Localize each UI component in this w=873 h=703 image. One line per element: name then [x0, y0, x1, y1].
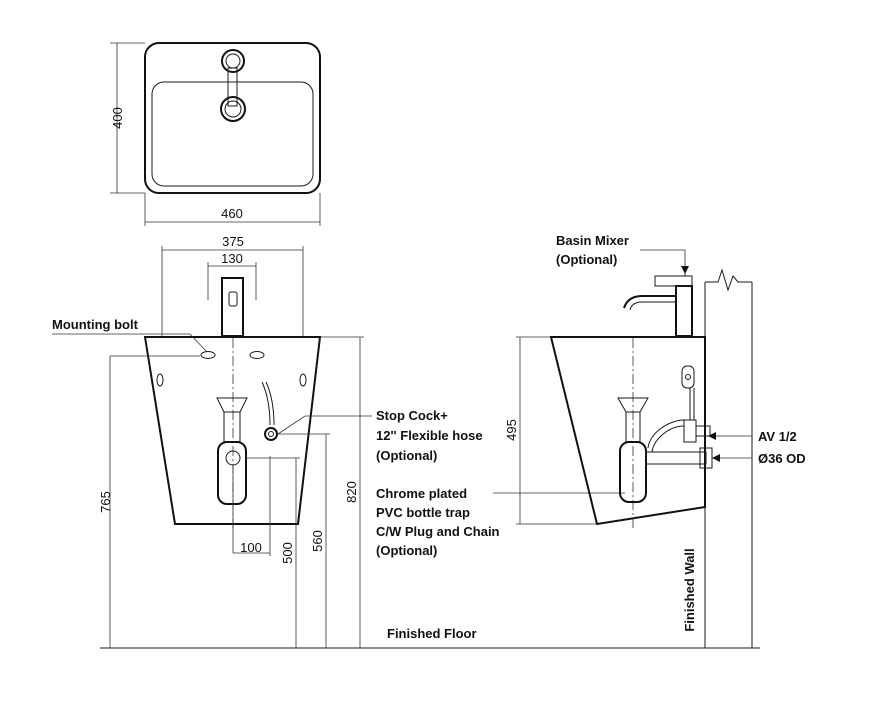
dim-bolt-height: 765: [98, 491, 113, 513]
drain-hole-plan: [220, 96, 246, 122]
dim-plan-depth: 400: [110, 107, 125, 129]
wall-break: [705, 268, 752, 292]
label-stop-cock-2: 12'' Flexible hose: [376, 428, 483, 443]
dim-side-depth: 495: [504, 419, 519, 441]
label-trap-1: Chrome plated: [376, 486, 467, 501]
spout-plan: [227, 67, 238, 107]
mounting-bolt-right: [249, 351, 265, 359]
bottle-trap-side: [619, 441, 647, 503]
label-basin-mixer-2: (Optional): [556, 252, 617, 267]
trap-outlet-pipe: [645, 451, 707, 465]
mixer-spout: [623, 295, 676, 309]
mounting-bolt-left: [200, 351, 216, 359]
label-finished-wall: Finished Wall: [682, 548, 697, 631]
dim-trap-offset: 100: [240, 540, 262, 555]
leader-mounting-bolt: [52, 333, 208, 353]
tap-front: [221, 277, 244, 337]
leader-basin-mixer: [640, 249, 686, 270]
basin-body-front: [143, 336, 322, 525]
angle-valve: [683, 419, 697, 443]
dim-tap-width: 130: [221, 251, 243, 266]
trap-head: [216, 397, 248, 413]
label-basin-mixer-1: Basin Mixer: [556, 233, 629, 248]
dim-plan-width: 460: [221, 206, 243, 221]
label-trap-3: C/W Plug and Chain: [376, 524, 500, 539]
label-trap-4: (Optional): [376, 543, 437, 558]
label-stop-cock-3: (Optional): [376, 448, 437, 463]
label-stop-cock-1: Stop Cock+: [376, 408, 448, 423]
basin-outline-plan: [144, 42, 321, 194]
stop-cock: [264, 427, 278, 441]
label-mounting-bolt: Mounting bolt: [52, 317, 139, 332]
label-av: AV 1/2: [758, 429, 797, 444]
tap-hole: [221, 49, 245, 73]
bowl-outline-plan: [151, 81, 314, 187]
flexible-hose: [261, 381, 271, 426]
basin-body-side: [549, 336, 706, 526]
basin-mixer: [675, 285, 693, 337]
leader-stop-cock: [277, 415, 372, 435]
dim-front-width: 375: [222, 234, 244, 249]
bottle-trap: [217, 441, 247, 505]
dim-trap-outlet-height: 500: [280, 542, 295, 564]
dim-rim-height: 820: [344, 481, 359, 503]
side-elevation: 495 Basin Mixer (Optional) AV 1/2 Ø36 OD…: [504, 233, 806, 648]
label-od: Ø36 OD: [758, 451, 806, 466]
label-trap-2: PVC bottle trap: [376, 505, 470, 520]
label-finished-floor: Finished Floor: [387, 626, 477, 641]
dim-stopcock-height: 560: [310, 530, 325, 552]
plan-view: 400 460: [110, 42, 321, 226]
hose-side: [647, 419, 685, 449]
front-elevation: 375 130 100 76: [52, 234, 625, 648]
